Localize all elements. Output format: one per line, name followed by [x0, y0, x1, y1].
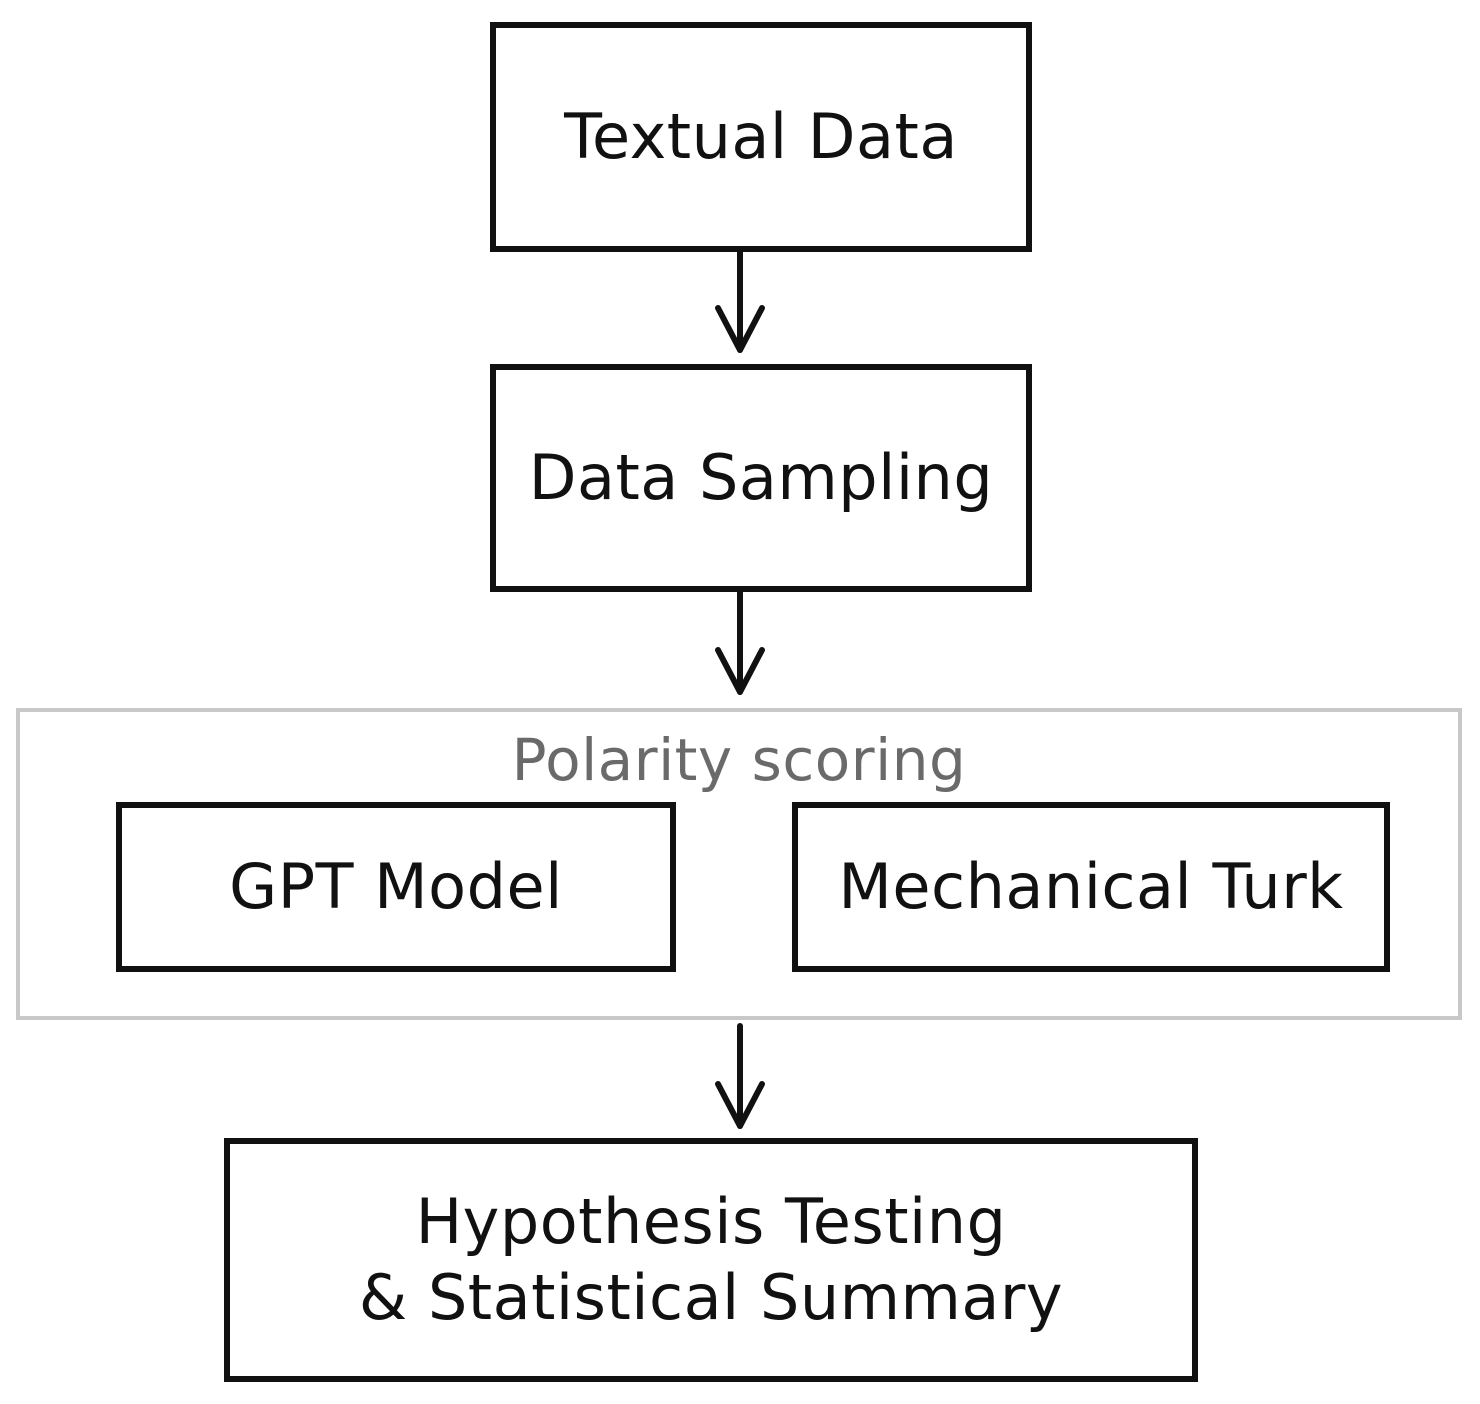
- arrow-textual-to-sampling: [715, 249, 765, 353]
- node-label: Textual Data: [564, 100, 958, 174]
- node-mechanical-turk: Mechanical Turk: [792, 802, 1390, 972]
- node-label: Mechanical Turk: [838, 850, 1344, 924]
- node-label: Hypothesis Testing & Statistical Summary: [358, 1185, 1064, 1334]
- node-label: Data Sampling: [528, 441, 994, 515]
- arrow-sampling-to-polarity: [715, 589, 765, 695]
- group-title: Polarity scoring: [511, 726, 967, 794]
- node-data-sampling: Data Sampling: [490, 364, 1032, 592]
- arrow-polarity-to-hypothesis: [715, 1023, 765, 1129]
- node-label: GPT Model: [229, 850, 563, 924]
- node-hypothesis-testing: Hypothesis Testing & Statistical Summary: [224, 1138, 1198, 1382]
- node-gpt-model: GPT Model: [116, 802, 676, 972]
- node-textual-data: Textual Data: [490, 22, 1032, 252]
